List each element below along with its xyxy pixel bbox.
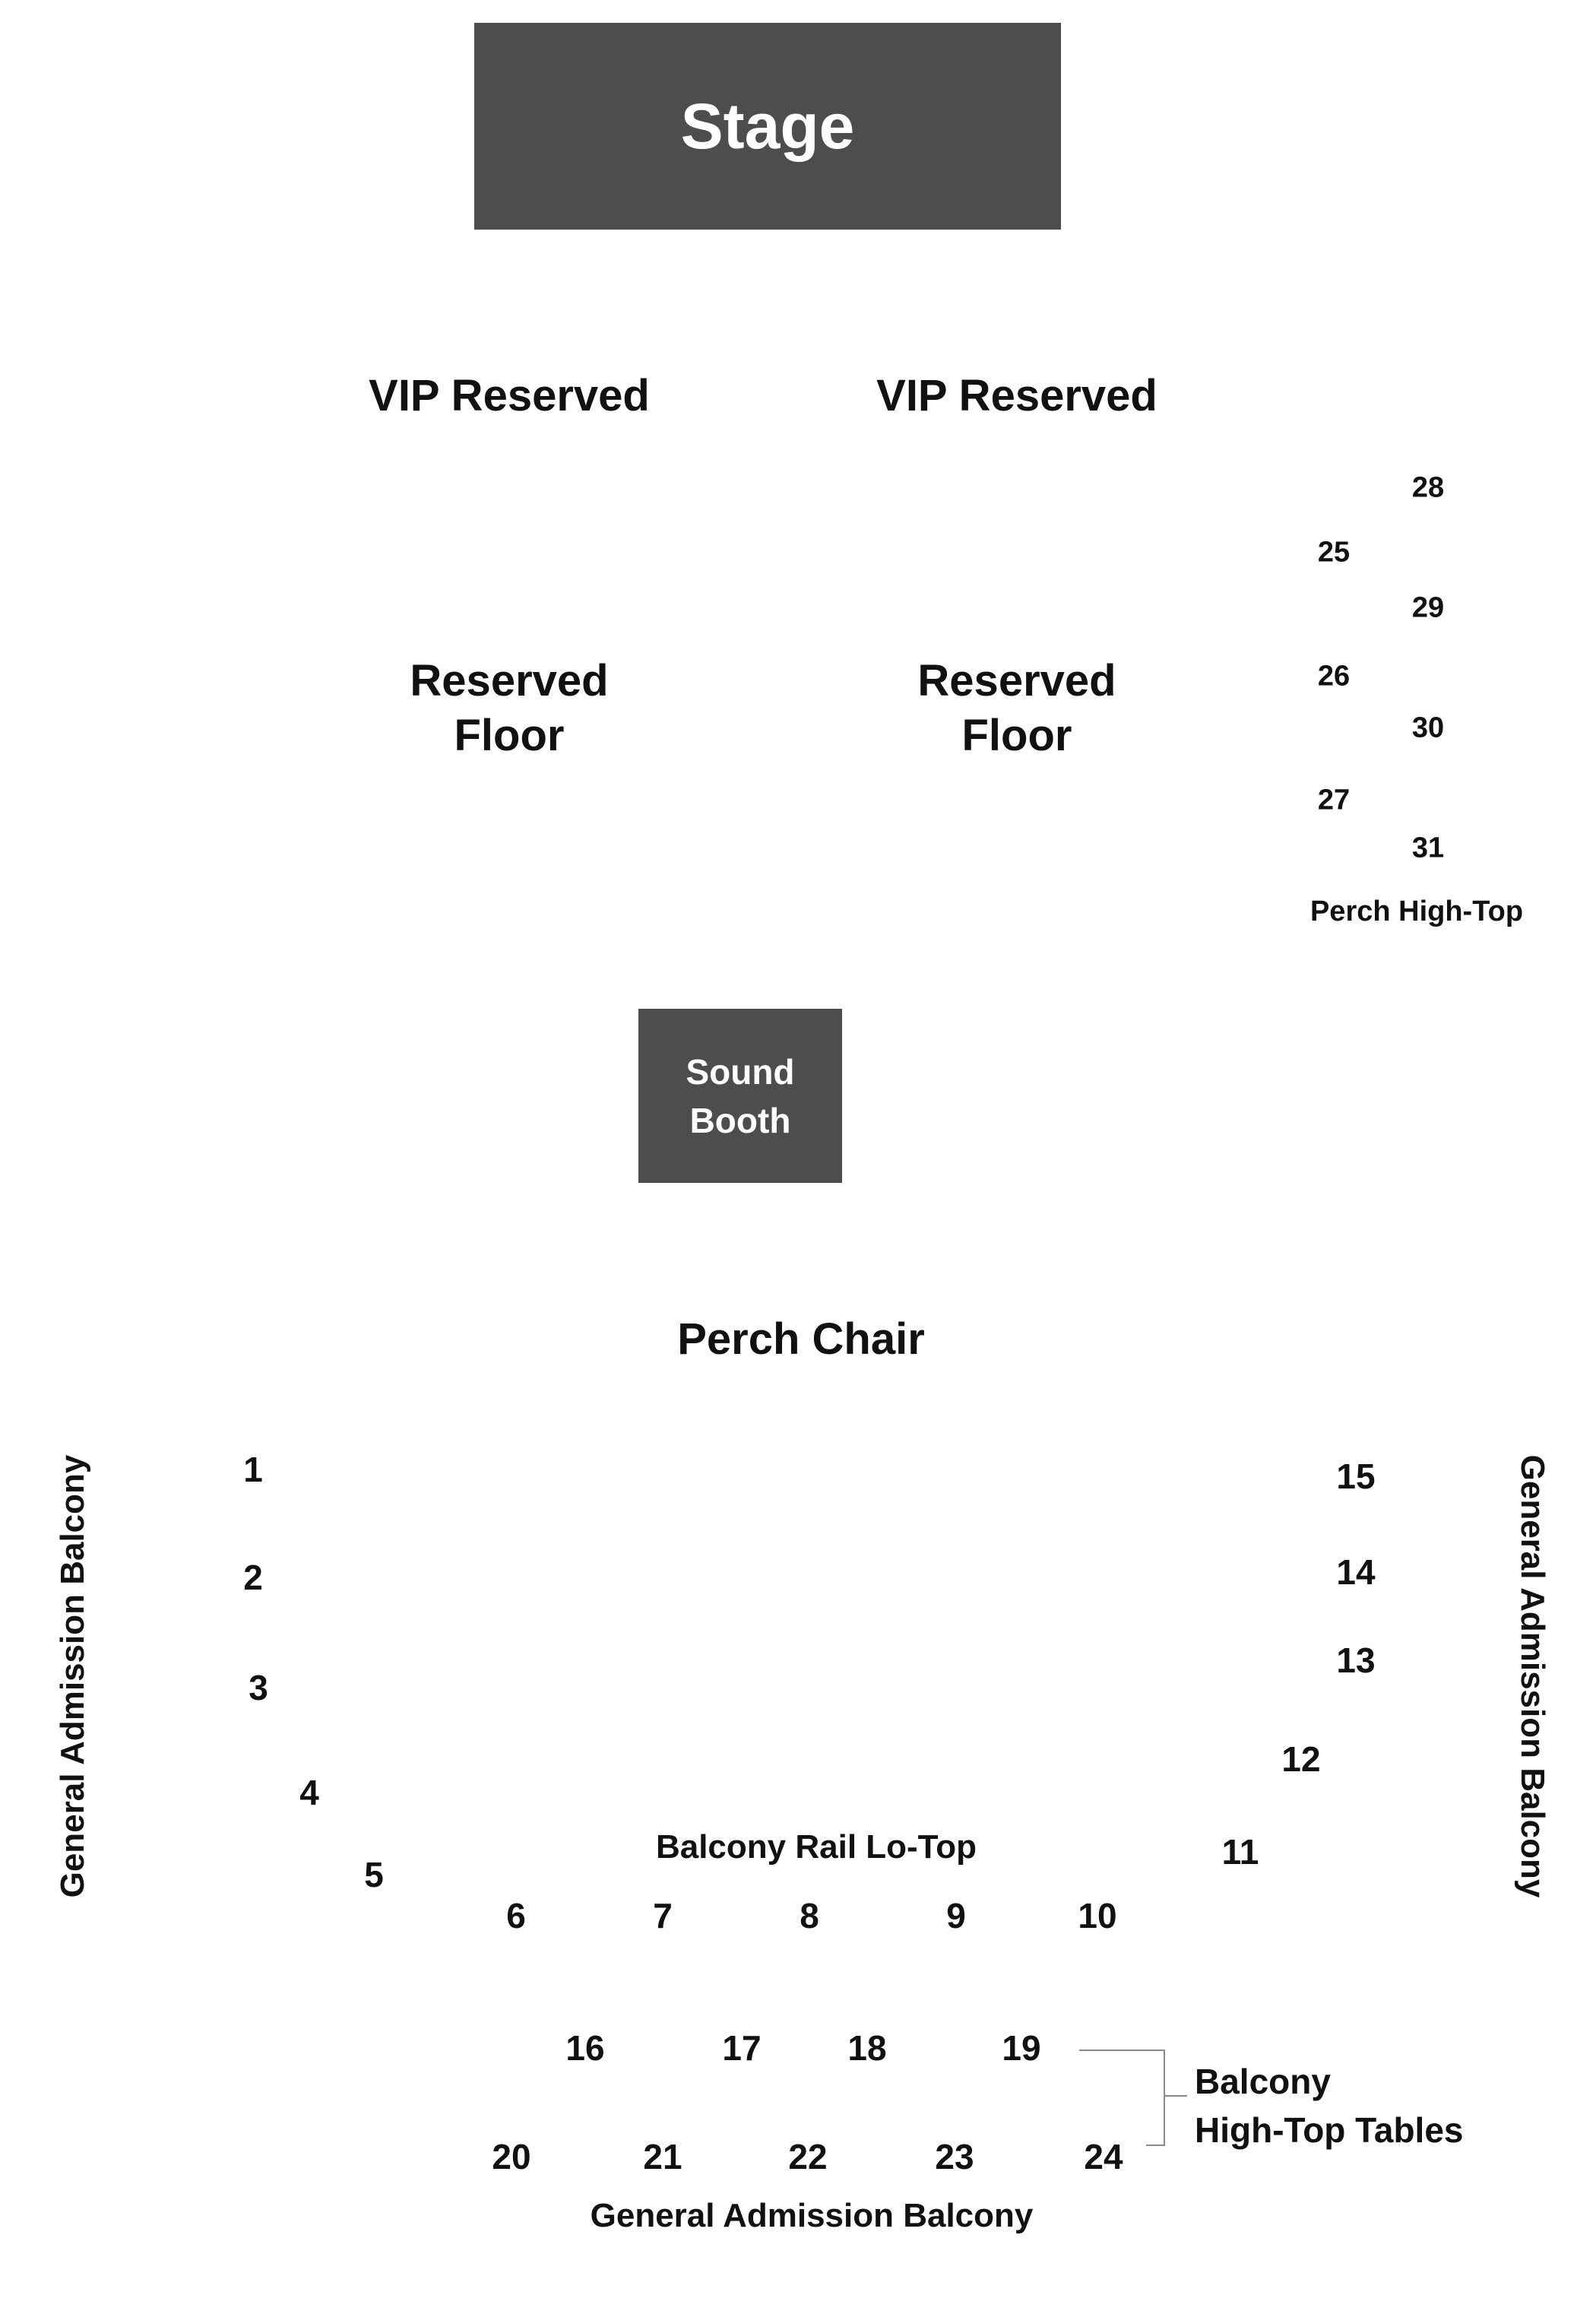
section-perch-chair[interactable]: Perch Chair	[677, 1314, 925, 1364]
section-balcony-rail-lo-top[interactable]: Balcony Rail Lo-Top	[655, 1828, 977, 1866]
table-27[interactable]: 27	[1317, 784, 1351, 816]
table-8[interactable]: 8	[800, 1896, 819, 1935]
sound-booth-line2: Booth	[689, 1100, 791, 1140]
table-10[interactable]: 10	[1078, 1896, 1117, 1935]
table-30[interactable]: 30	[1411, 712, 1445, 744]
reserved-floor-right-line1: Reserved	[917, 656, 1116, 705]
table-20[interactable]: 20	[492, 2137, 531, 2176]
table-4[interactable]: 4	[299, 1773, 319, 1812]
table-9[interactable]: 9	[946, 1896, 966, 1935]
section-reserved-floor-right[interactable]: Reserved Floor	[917, 654, 1116, 763]
table-25[interactable]: 25	[1317, 536, 1351, 569]
table-28[interactable]: 28	[1411, 471, 1445, 504]
table-26[interactable]: 26	[1317, 660, 1351, 693]
table-3[interactable]: 3	[249, 1668, 268, 1707]
table-18[interactable]: 18	[847, 2028, 887, 2068]
table-21[interactable]: 21	[643, 2137, 682, 2176]
table-12[interactable]: 12	[1281, 1739, 1321, 1779]
table-23[interactable]: 23	[935, 2137, 974, 2176]
section-balcony-high-top-tables[interactable]: Balcony High-Top Tables	[1195, 2057, 1464, 2154]
table-11[interactable]: 11	[1221, 1832, 1259, 1872]
balcony-high-top-line1: Balcony	[1195, 2062, 1331, 2101]
section-vip-reserved-right[interactable]: VIP Reserved	[876, 371, 1157, 420]
table-15[interactable]: 15	[1336, 1457, 1376, 1496]
table-22[interactable]: 22	[788, 2137, 828, 2176]
sound-booth-line1: Sound	[686, 1051, 795, 1092]
table-19[interactable]: 19	[1002, 2028, 1041, 2068]
table-29[interactable]: 29	[1411, 591, 1445, 624]
section-reserved-floor-left[interactable]: Reserved Floor	[410, 654, 608, 763]
table-31[interactable]: 31	[1411, 832, 1445, 864]
section-ga-balcony-bottom[interactable]: General Admission Balcony	[590, 2197, 1034, 2234]
table-5[interactable]: 5	[364, 1855, 384, 1894]
reserved-floor-left-line2: Floor	[454, 711, 565, 760]
table-7[interactable]: 7	[653, 1896, 673, 1935]
bracket-line	[1079, 2049, 1165, 2146]
reserved-floor-right-line2: Floor	[961, 711, 1072, 760]
section-vip-reserved-left[interactable]: VIP Reserved	[369, 371, 650, 420]
sound-booth: Sound Booth	[638, 1009, 842, 1183]
reserved-floor-left-line1: Reserved	[410, 656, 609, 705]
table-17[interactable]: 17	[722, 2028, 762, 2068]
table-2[interactable]: 2	[243, 1558, 263, 1597]
table-24[interactable]: 24	[1084, 2137, 1123, 2176]
table-16[interactable]: 16	[565, 2028, 605, 2068]
table-6[interactable]: 6	[506, 1896, 526, 1935]
stage-label: Stage	[680, 90, 855, 162]
table-1[interactable]: 1	[243, 1450, 263, 1489]
balcony-high-top-line2: High-Top Tables	[1195, 2110, 1464, 2150]
table-14[interactable]: 14	[1336, 1552, 1376, 1592]
table-13[interactable]: 13	[1336, 1641, 1376, 1680]
section-perch-high-top[interactable]: Perch High-Top	[1309, 896, 1524, 927]
stage: Stage	[474, 23, 1061, 230]
